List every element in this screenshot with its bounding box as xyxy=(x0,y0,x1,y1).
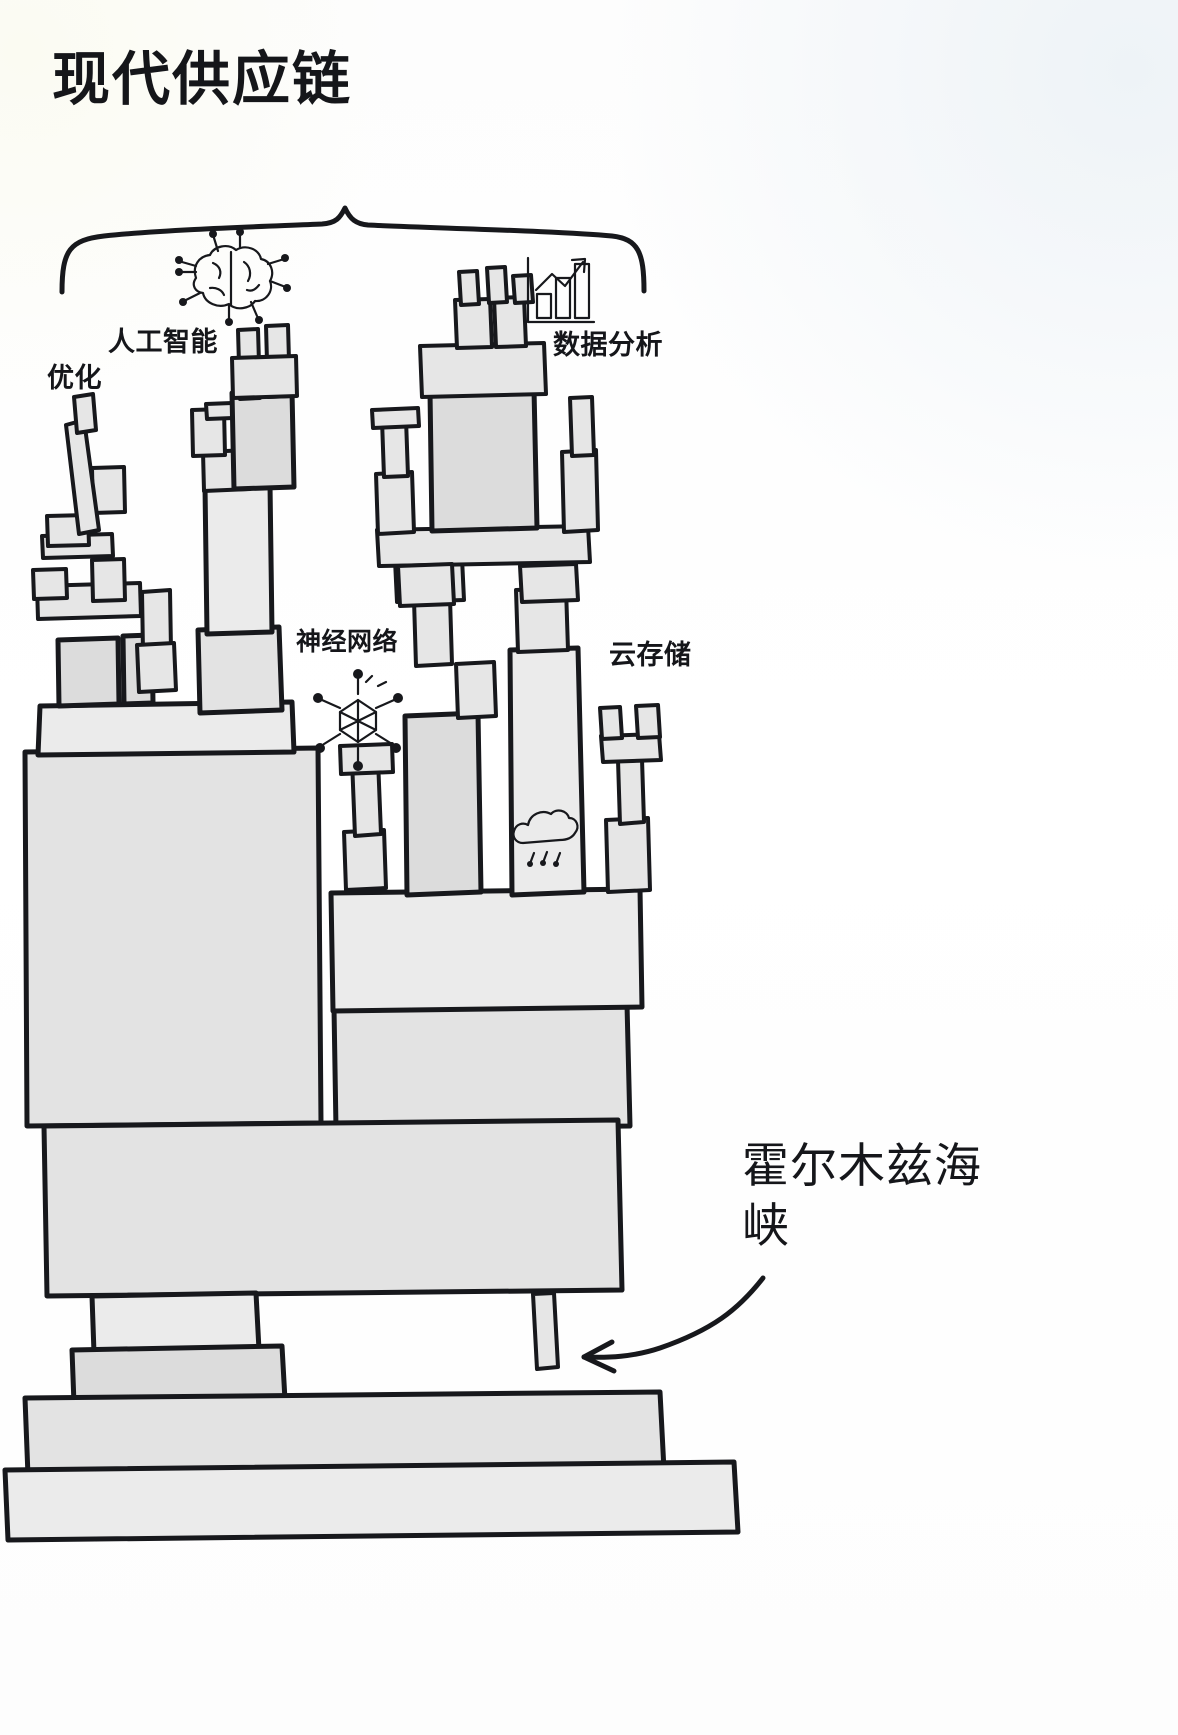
label-data-analytics: 数据分析 xyxy=(553,330,663,360)
label-optimization: 优化 xyxy=(47,363,102,393)
curved-arrow-icon xyxy=(581,1275,766,1374)
label-cloud-storage: 云存储 xyxy=(609,640,692,670)
neural-network-icon xyxy=(313,669,403,771)
bar-chart-growth-icon xyxy=(526,256,596,324)
page-title: 现代供应链 xyxy=(52,47,353,112)
label-strait-of-hormuz: 霍尔木兹海 峡 xyxy=(742,1139,982,1253)
cloud-rain-icon xyxy=(512,809,579,867)
thin-support-block xyxy=(531,1291,560,1371)
curly-brace-icon xyxy=(59,205,647,295)
brain-circuit-icon xyxy=(175,228,291,326)
label-ai: 人工智能 xyxy=(108,327,218,357)
label-neural-network: 神经网络 xyxy=(296,628,399,656)
